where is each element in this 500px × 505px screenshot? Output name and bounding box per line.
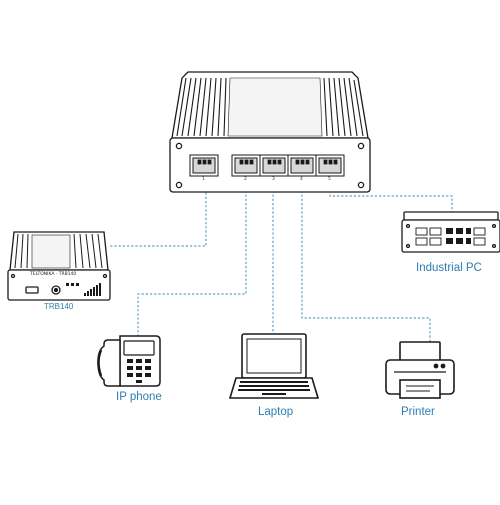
link-printer-port4 (301, 182, 431, 342)
printer-label: Printer (401, 406, 435, 418)
trb140-front-text: TELTONIKA · TRB140 (30, 272, 77, 277)
switch-icon (169, 71, 371, 193)
trb140-label: TRB140 (44, 302, 74, 311)
link-ipphone-port2 (137, 182, 247, 336)
ip-phone-label: IP phone (116, 391, 162, 403)
port-label-3: 3 (272, 177, 275, 182)
gateway-icon (7, 231, 111, 301)
link-trb140-port1 (110, 180, 207, 247)
industrial-pc-label: Industrial PC (416, 262, 482, 274)
port-label-4: 4 (300, 177, 303, 182)
link-industrialpc-port5 (329, 182, 453, 214)
connection-lines (110, 180, 453, 342)
printer-icon (385, 341, 455, 399)
ip-phone-icon (97, 335, 161, 387)
port-label-1: 1 (202, 177, 205, 182)
laptop-icon (228, 333, 320, 399)
port-label-2: 2 (244, 177, 247, 182)
laptop-label: Laptop (258, 406, 294, 418)
port-label-5: 5 (328, 177, 331, 182)
industrial-pc-icon (401, 211, 500, 253)
